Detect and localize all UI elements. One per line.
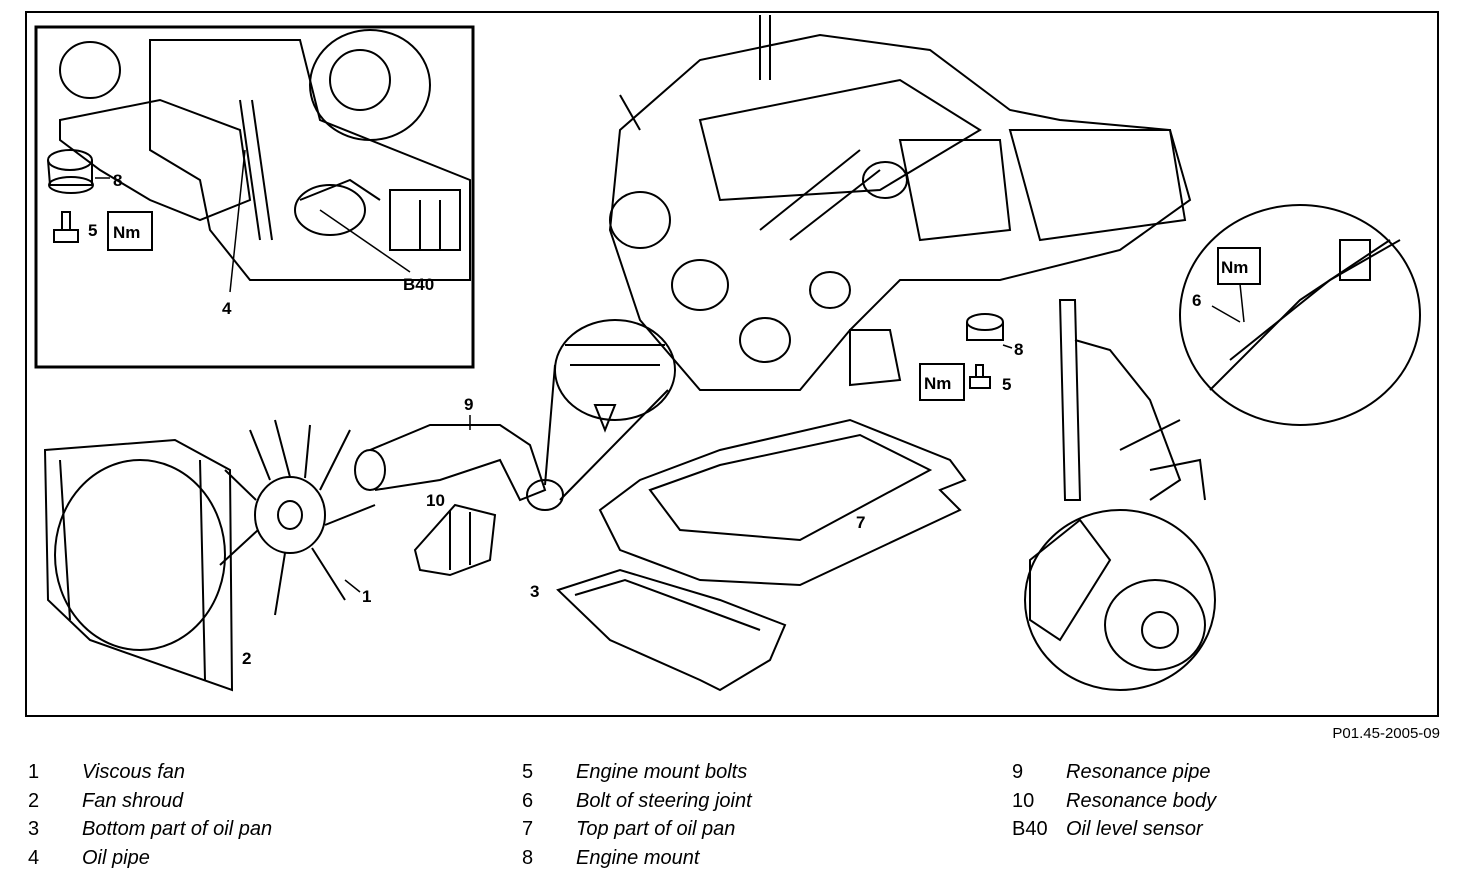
oil-pan-top <box>598 418 967 587</box>
oil-pan-bottom <box>556 568 787 692</box>
torque-box-steering <box>1217 247 1261 285</box>
suspension-brake <box>1024 299 1216 691</box>
fan-shroud <box>43 438 234 692</box>
callout-3: 3 <box>530 582 539 601</box>
bolt-main <box>969 364 991 389</box>
callout-9: 9 <box>464 395 473 414</box>
engine-mount-main <box>966 313 1004 341</box>
exploded-view-diagram: Nm 8 5 4 B40 Nm 8 5 <box>25 11 1439 717</box>
callout-5-inset: 5 <box>88 221 97 240</box>
callout-8-main: 8 <box>1014 340 1023 359</box>
callout-8-inset: 8 <box>113 171 122 190</box>
engine-assembly <box>608 15 1192 391</box>
outer-frame <box>25 11 1439 717</box>
oil-cap-detail <box>544 319 676 501</box>
torque-label-main: Nm <box>924 374 951 393</box>
engine-mount-inset <box>47 149 94 194</box>
resonance-body <box>413 503 497 577</box>
figure-reference: P01.45-2005-09 <box>1332 725 1440 742</box>
viscous-fan <box>219 419 376 616</box>
steering-joint-detail <box>1119 204 1421 451</box>
torque-box-main <box>919 363 965 401</box>
bolt-inset <box>53 211 79 243</box>
callout-2: 2 <box>242 649 251 668</box>
torque-label-inset: Nm <box>113 223 140 242</box>
callout-4: 4 <box>222 299 232 318</box>
inset-frame <box>34 25 475 369</box>
callout-1: 1 <box>362 587 371 606</box>
torque-label-steering: Nm <box>1221 258 1248 277</box>
callout-b40: B40 <box>403 275 434 294</box>
resonance-pipe <box>354 424 564 511</box>
torque-box-inset <box>107 211 153 251</box>
callout-5-main: 5 <box>1002 375 1011 394</box>
callout-7: 7 <box>856 513 865 532</box>
inset-detail: Nm 8 5 4 B40 <box>34 25 475 369</box>
callout-6: 6 <box>1192 291 1201 310</box>
callout-10: 10 <box>426 491 445 510</box>
